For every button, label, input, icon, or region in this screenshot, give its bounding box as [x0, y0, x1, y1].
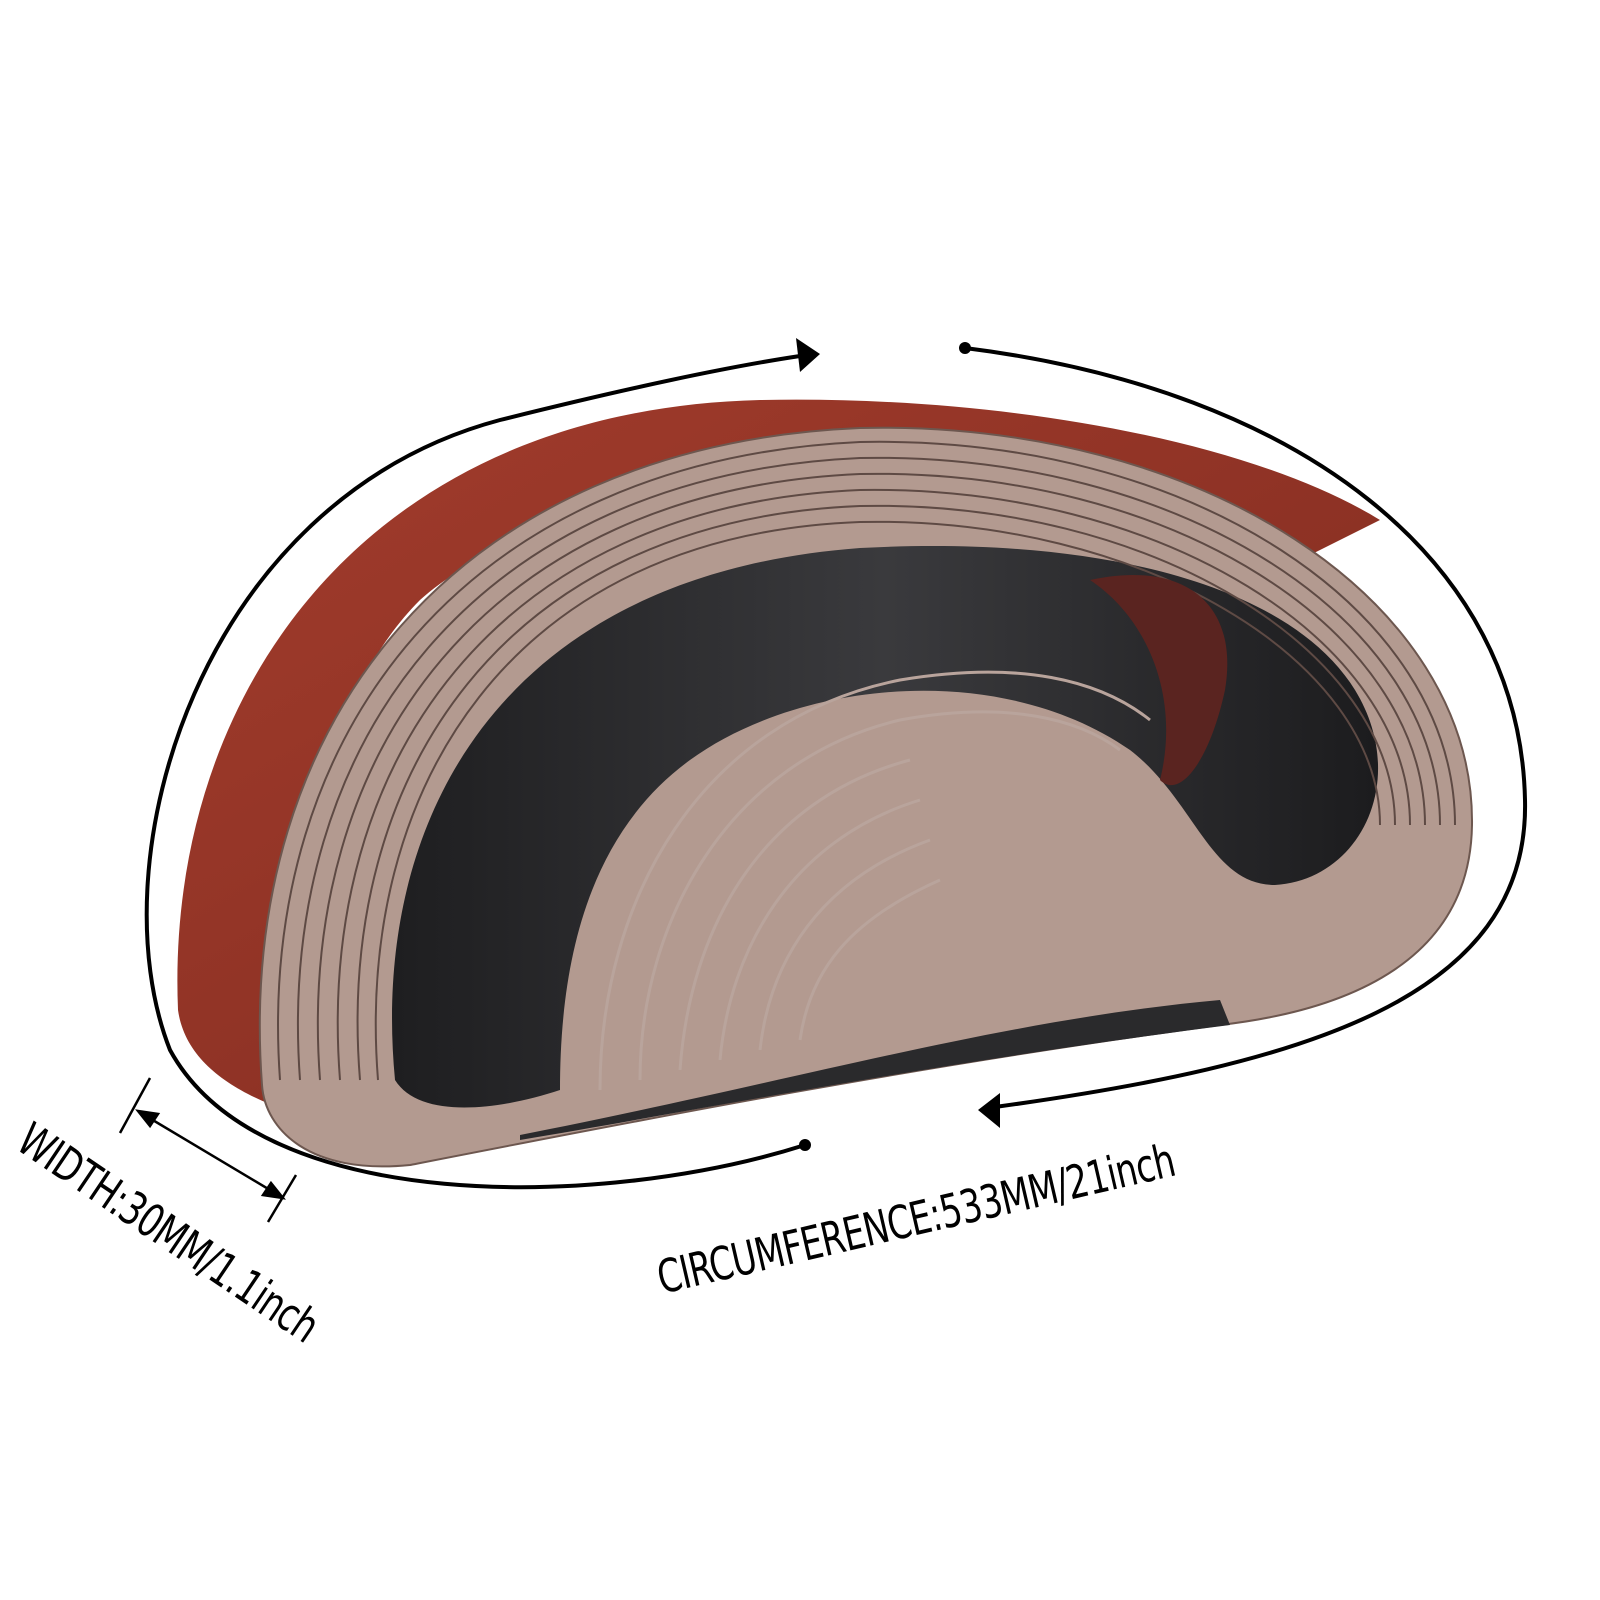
circumference-arrow-left [144, 354, 806, 1190]
inner-red-sliver [1090, 574, 1228, 786]
belt-layer-lines [277, 440, 1456, 1081]
arrow-start-dot [799, 1139, 811, 1151]
arrowhead-icon [978, 1093, 1000, 1128]
belt-lower-back [520, 1000, 1230, 1140]
belt-inner-back [392, 545, 1379, 1108]
arrow-start-dot [959, 342, 971, 354]
width-dimension-marker [118, 1077, 298, 1223]
arrowhead-icon [796, 338, 820, 372]
belt-red-face [177, 399, 1381, 1110]
circumference-arrow-right [964, 346, 1528, 1109]
inner-belt-curves [598, 670, 1151, 1091]
